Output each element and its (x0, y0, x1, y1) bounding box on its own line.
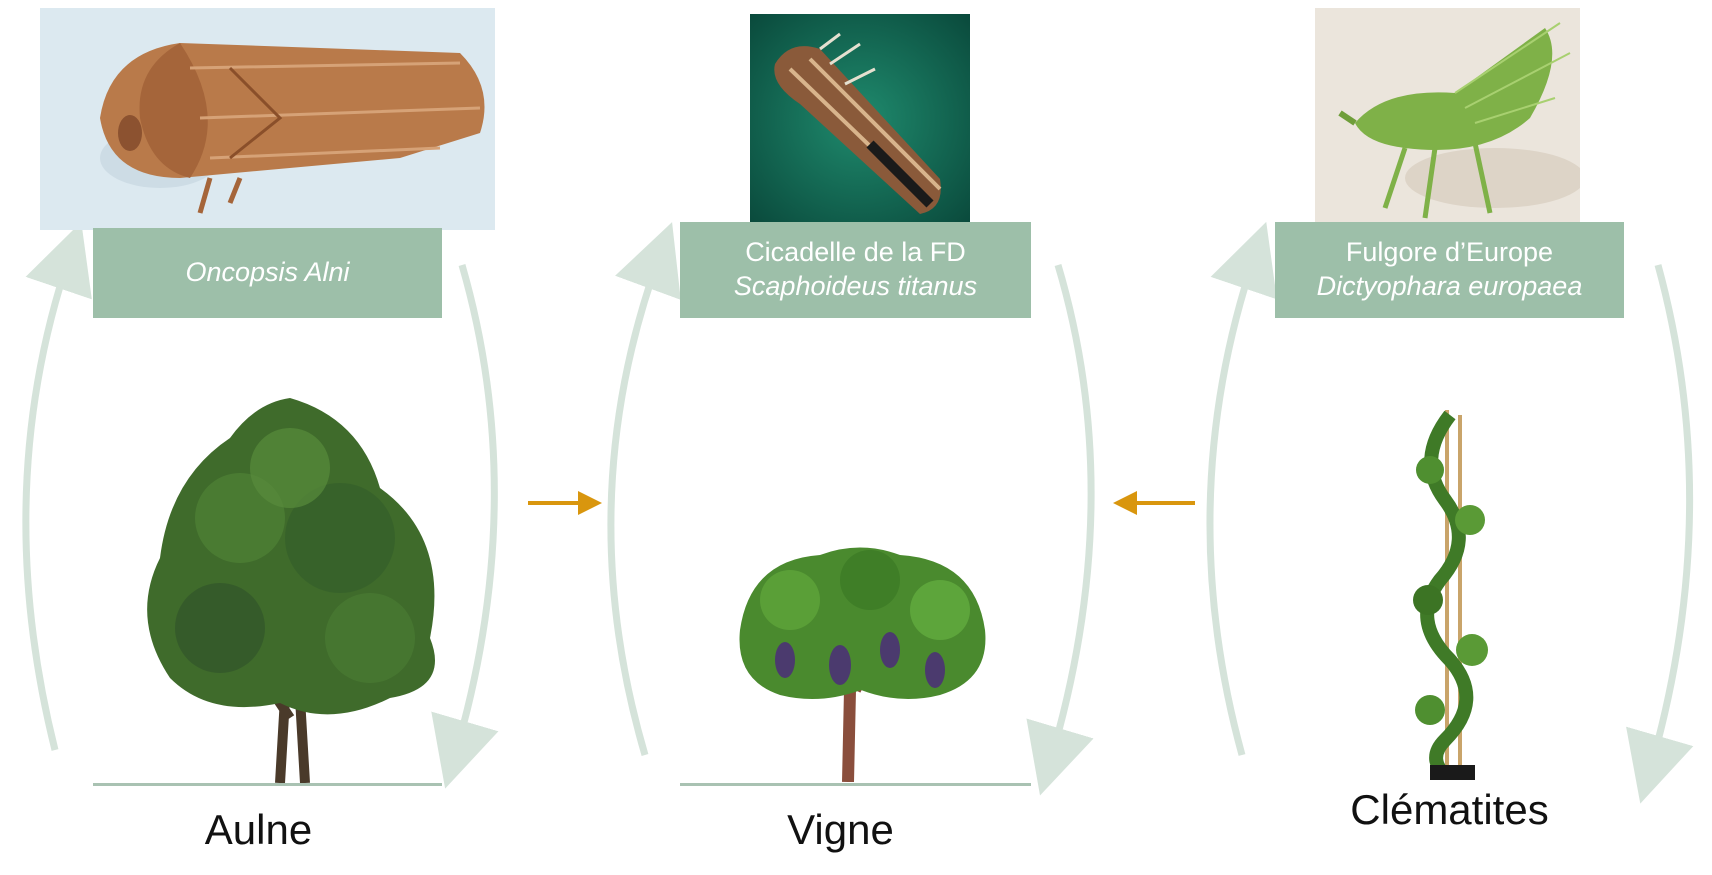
ground-line-2 (680, 783, 1031, 786)
insect-label-3: Fulgore d’Europe Dictyophara europaea (1275, 222, 1624, 318)
plant-photo-2 (730, 540, 992, 782)
cycle-arrow-up-1 (26, 255, 70, 750)
plant-name-1: Aulne (75, 800, 442, 875)
insect-latin-name: Scaphoideus titanus (734, 270, 977, 304)
plant-photo-3 (1400, 410, 1500, 780)
plant-name-3: Clématites (1275, 780, 1624, 865)
insect-label-1: Oncopsis Alni (93, 228, 442, 318)
leafhopper-brown-icon (40, 8, 495, 230)
grapevine-icon (730, 540, 992, 782)
insect-photo-2 (750, 14, 970, 224)
insect-latin-name: Dictyophara europaea (1317, 270, 1583, 304)
cycle-arrow-down-3 (1650, 265, 1690, 770)
insect-common-name: Cicadelle de la FD (745, 236, 966, 270)
plant-photo-1 (130, 398, 460, 783)
ground-line-1 (93, 783, 442, 786)
insect-photo-1 (40, 8, 495, 230)
insect-latin-name: Oncopsis Alni (185, 256, 349, 290)
cycle-arrow-up-2 (611, 255, 660, 755)
plant-name-2: Vigne (650, 800, 1031, 875)
cycle-arrow-down-1 (455, 265, 494, 755)
insect-photo-3 (1315, 8, 1580, 223)
leafhopper-green-background-icon (750, 14, 970, 224)
insect-label-2: Cicadelle de la FD Scaphoideus titanus (680, 222, 1031, 318)
green-planthopper-icon (1315, 8, 1580, 223)
climbing-plant-icon (1400, 410, 1500, 780)
insect-common-name: Fulgore d’Europe (1346, 236, 1553, 270)
cycle-arrow-up-3 (1210, 255, 1255, 755)
cycle-arrow-down-2 (1050, 265, 1091, 762)
tree-icon (130, 398, 460, 783)
